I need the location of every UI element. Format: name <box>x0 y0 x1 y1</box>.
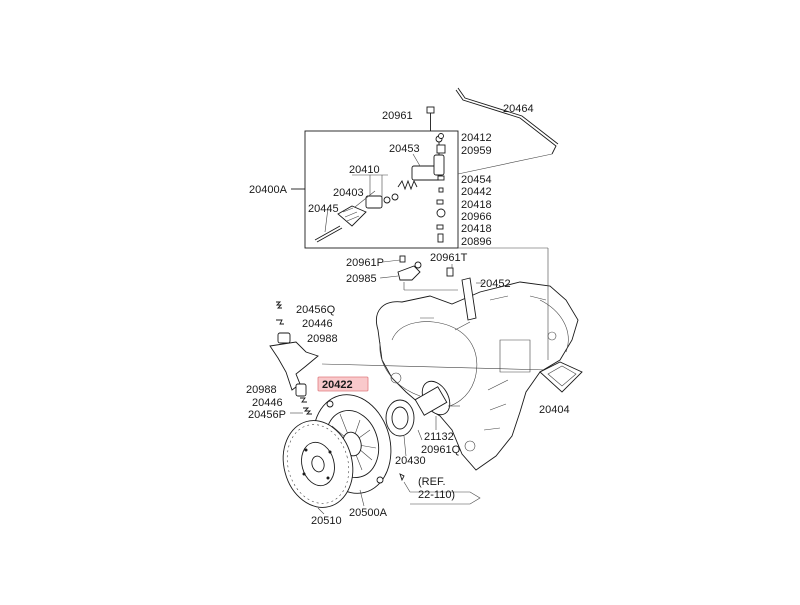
clutch-pipe-outline <box>457 87 559 145</box>
group-bracket-box <box>304 130 459 249</box>
label-20454: 20454 <box>461 174 492 186</box>
label-20442: 20442 <box>461 186 492 198</box>
label-20988-a: 20988 <box>307 333 338 345</box>
label-20961T: 20961T <box>430 252 468 264</box>
left-clips-column <box>275 301 312 415</box>
piston-icon <box>365 193 399 209</box>
release-fork-icon <box>269 247 549 391</box>
dust-boot-20404-icon <box>539 361 583 393</box>
label-20403: 20403 <box>333 187 364 199</box>
clutch-cover-icon <box>312 394 392 494</box>
transmission-housing <box>376 281 579 471</box>
boot-icon <box>337 205 367 227</box>
label-20988-b: 20988 <box>246 384 277 396</box>
label-20510: 20510 <box>311 515 342 527</box>
label-20961-top: 20961 <box>382 110 413 122</box>
bracket-20985-icon <box>379 255 458 291</box>
label-20985: 20985 <box>346 273 377 285</box>
label-20896: 20896 <box>461 236 492 248</box>
label-21132: 21132 <box>424 431 454 443</box>
label-20959: 20959 <box>461 145 492 157</box>
pivot-20988-icon <box>277 332 291 344</box>
label-ref-line2: 22-110) <box>418 489 455 501</box>
label-20456Q: 20456Q <box>296 304 336 316</box>
label-20400A: 20400A <box>249 184 288 196</box>
ref-bolt-icon <box>399 473 481 505</box>
master-cylinder-group <box>291 87 559 249</box>
part-labels: 20961 20464 20412 20959 20453 20410 2045… <box>246 103 570 527</box>
pipe-leader <box>457 153 553 175</box>
label-20453: 20453 <box>389 143 420 155</box>
label-20446-b: 20446 <box>252 397 283 409</box>
label-ref-line1: (REF. <box>418 476 446 488</box>
label-20446-a: 20446 <box>302 318 333 330</box>
clutch-disc-icon <box>282 420 354 515</box>
release-bearing-icon <box>385 380 460 457</box>
shaft-20452 <box>461 277 484 321</box>
label-20418-a: 20418 <box>461 199 492 211</box>
label-20452: 20452 <box>480 278 511 290</box>
label-20412: 20412 <box>461 132 492 144</box>
clutch-pipe <box>455 89 557 155</box>
cylinder-body-icon <box>411 135 445 181</box>
label-20961Q: 20961Q <box>421 444 461 456</box>
label-20422: 20422 <box>322 379 353 391</box>
label-20464: 20464 <box>503 103 534 115</box>
right-small-parts <box>436 133 446 243</box>
label-20418-b: 20418 <box>461 223 492 235</box>
bolt-20961-icon <box>426 106 435 131</box>
label-20445: 20445 <box>308 203 339 215</box>
label-20456P: 20456P <box>248 409 286 421</box>
label-20966: 20966 <box>461 211 492 223</box>
push-rod <box>314 225 341 241</box>
clip-20456Q-icon <box>275 301 283 309</box>
spring-icon <box>397 179 418 191</box>
bolt-20961T-icon <box>446 264 454 277</box>
highlight-20422 <box>317 376 369 392</box>
label-20430: 20430 <box>395 455 426 467</box>
label-20410: 20410 <box>349 164 380 176</box>
label-20404: 20404 <box>539 404 570 416</box>
clip-20446-icon <box>276 319 284 325</box>
label-20500A: 20500A <box>349 507 388 519</box>
label-20961P: 20961P <box>346 257 384 269</box>
